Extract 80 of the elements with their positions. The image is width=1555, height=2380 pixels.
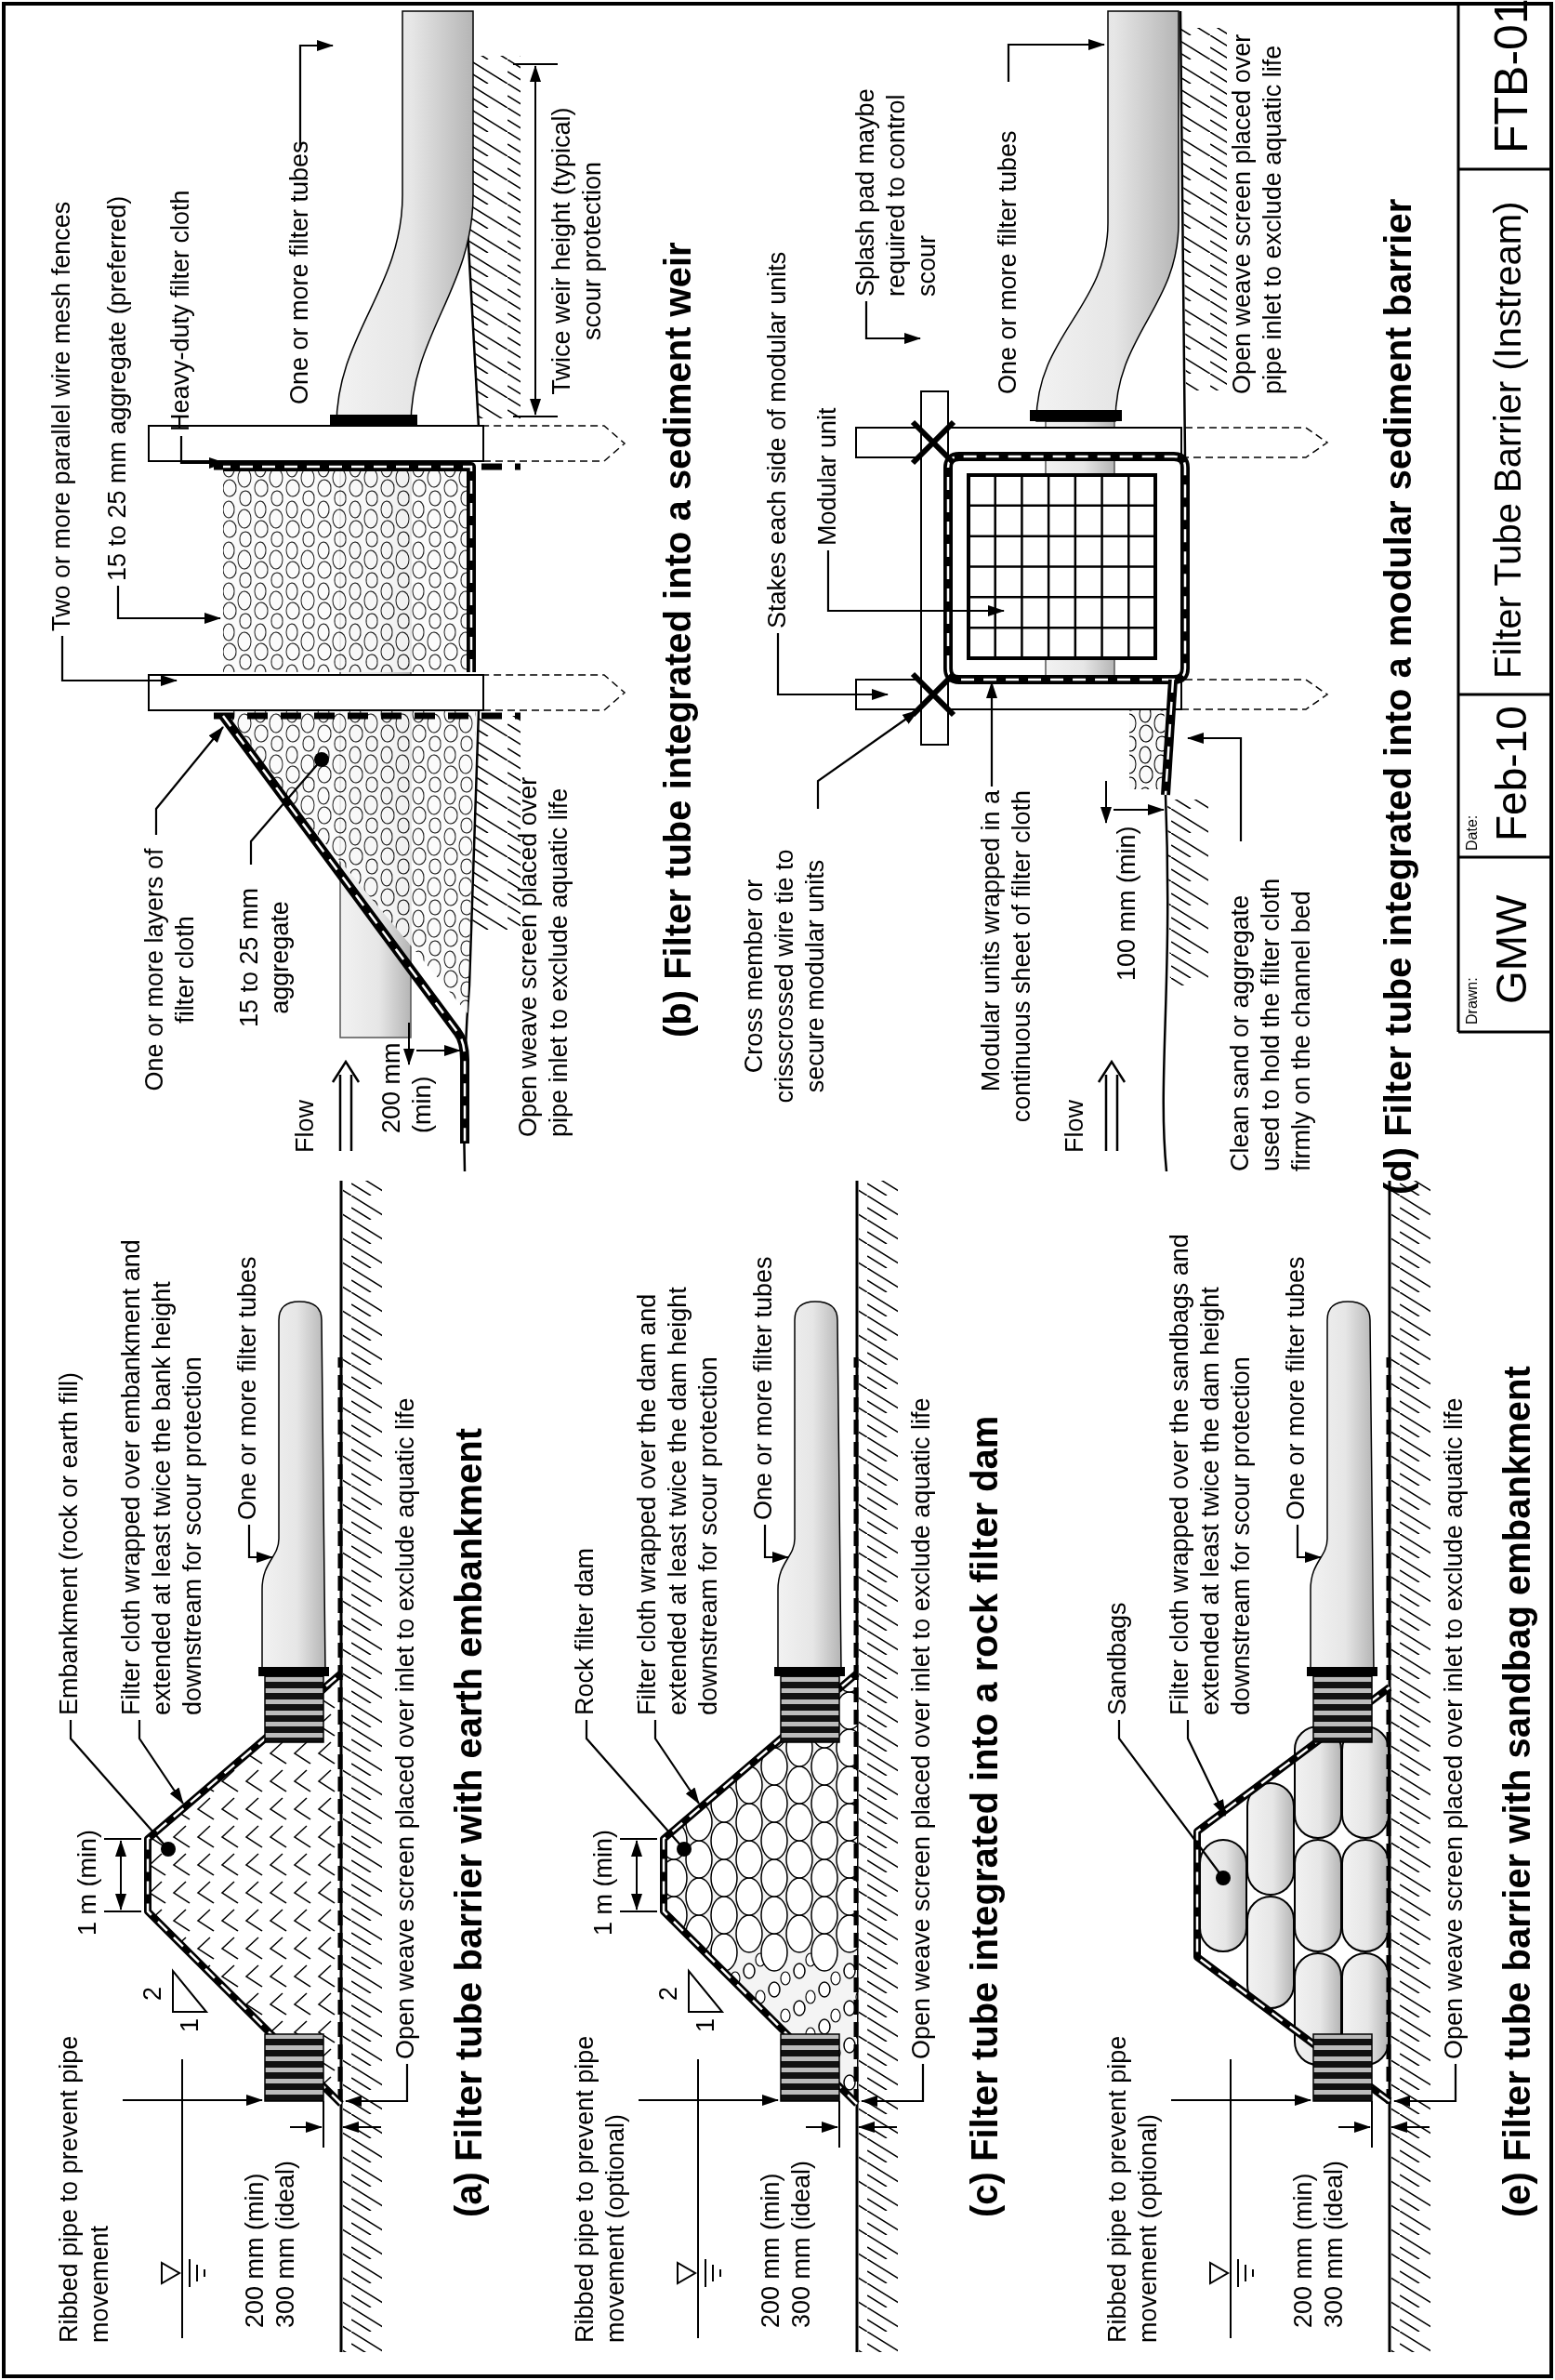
slope-ratio-text: 1 — [691, 2017, 720, 2032]
leader-line — [1007, 39, 1105, 82]
note-text: Twice weir height (typical) scour protection — [547, 106, 607, 397]
callout-text: Ribbed pipe to prevent pipe movement — [54, 2022, 115, 2343]
panel-title: (b) Filter tube integrated into a sediment weir — [656, 242, 699, 1038]
drawing-title: Filter Tube Barrier (Instream) — [1486, 201, 1529, 679]
callout-text: Open weave screen placed over inlet to exclude aquatic life — [390, 1397, 421, 2059]
callout-text: Filter cloth wrapped over the sandbags and extended at least twice the dam height downstream for scour protection — [1165, 1195, 1257, 1715]
flow-label: Flow — [1060, 1100, 1089, 1153]
panel-title: (a) Filter tube barrier with earth embankment — [447, 1427, 490, 2217]
leader-line — [69, 1720, 176, 1857]
leader-line — [864, 301, 921, 344]
callout-text: Ribbed pipe to prevent pipe movement (optional) — [570, 2022, 631, 2343]
callout-text: Filter cloth wrapped over the dam and extended at least twice the dam height downstream for scour protection — [632, 1195, 724, 1715]
flow-label: Flow — [290, 1100, 320, 1153]
dimension-text: 1 m (min) — [588, 1830, 618, 1936]
callout-text: One or more filter tubes — [232, 1256, 263, 1520]
leader-line — [345, 2064, 409, 2107]
callout-text: Open weave screen placed over inlet to exclude aquatic life — [1439, 1397, 1469, 2059]
slope-ratio-text: 2 — [653, 1986, 683, 2001]
leader-line — [1117, 1720, 1231, 1885]
callout-text: Sandbags — [1102, 1602, 1133, 1715]
leader-line — [1186, 1720, 1226, 1817]
callout-text: Open weave screen placed over inlet to exclude aquatic life — [906, 1397, 937, 2059]
field-caption: Drawn: — [1463, 977, 1481, 1025]
callout-text: One or more filter tubes — [1281, 1256, 1311, 1520]
callout-text: One or more filter tubes — [284, 140, 315, 404]
callout-text: Rock filter dam — [570, 1547, 600, 1715]
field-caption: Date: — [1463, 814, 1481, 851]
callout-text: Cross member or crisscrossed wire tie to secure modular units — [739, 809, 831, 1144]
callout-text: Embankment (rock or earth fill) — [54, 1371, 85, 1715]
callout-text: Splash pad maybe required to control scour — [850, 73, 942, 297]
callout-text: Two or more parallel wire mesh fences — [46, 201, 77, 631]
callout-text: Filter cloth wrapped over embankment and extended at least twice the bank height downstream for scour protection — [116, 1195, 208, 1715]
dimension-text: 200 mm (min) 300 mm (ideal) — [240, 2159, 300, 2328]
dimension-text: 200 mm (min) 300 mm (ideal) — [1288, 2159, 1349, 2328]
callout-text: Clean sand or aggregate used to hold the filter cloth firmly on the channel bed — [1225, 846, 1317, 1171]
dimension-text: 200 mm (min) 300 mm (ideal) — [756, 2159, 816, 2328]
callout-text: Ribbed pipe to prevent pipe movement (optional) — [1102, 2022, 1164, 2343]
callout-text: Modular unit — [812, 407, 843, 546]
leader-line — [861, 2064, 925, 2107]
leader-line — [116, 586, 221, 624]
panel-title: (e) Filter tube barrier with sandbag embankment — [1496, 1366, 1538, 2217]
leader-line — [1296, 1525, 1322, 1563]
leader-line — [249, 752, 329, 865]
callout-text: Stakes each side of modular units — [762, 251, 793, 628]
leader-line — [763, 1525, 789, 1563]
leader-line — [639, 2095, 779, 2106]
leader-line — [585, 1720, 692, 1857]
note-text: Open weave screen placed over pipe inlet to exclude aquatic life — [513, 775, 573, 1137]
leader-line — [776, 633, 889, 700]
callout-text: One or more filter tubes — [748, 1256, 779, 1520]
dimension-text: 100 mm (min) — [1112, 826, 1141, 981]
leader-line — [986, 681, 997, 787]
leader-line — [154, 726, 224, 835]
leader-line — [179, 436, 226, 469]
panel-title: (c) Filter tube integrated into a rock filter dam — [963, 1415, 1006, 2217]
callout-text: Modular units wrapped in a continuous sheet of filter cloth — [976, 790, 1037, 1199]
leader-line — [247, 1525, 273, 1563]
leader-line — [138, 1720, 184, 1805]
slope-ratio-text: 1 — [175, 2017, 204, 2032]
callout-text: One or more filter tubes — [993, 130, 1023, 394]
slope-ratio-text: 2 — [138, 1986, 167, 2001]
callout-text: 15 to 25 mm aggregate (preferred) — [102, 195, 133, 581]
drawer-initials: GMW — [1486, 894, 1536, 1004]
callout-text: Heavy-duty filter cloth — [165, 190, 196, 431]
dimension-text: 1 m (min) — [72, 1830, 102, 1936]
dimension-text: 200 mm (min) — [376, 1041, 437, 1133]
leader-line — [1171, 2095, 1311, 2106]
leader-line — [1187, 733, 1243, 841]
drawing-number: FTB-01 — [1484, 0, 1538, 153]
leader-line — [123, 2095, 263, 2106]
date-text: Feb-10 — [1486, 706, 1536, 841]
panel-title: (d) Filter tube integrated into a modular sediment barrier — [1377, 198, 1419, 1195]
leader-line — [826, 550, 1005, 616]
leader-line — [1393, 2064, 1457, 2107]
note-text: Open weave screen placed over pipe inlet to exclude aquatic life — [1227, 33, 1287, 394]
callout-text: One or more layers of filter cloth — [139, 835, 201, 1104]
leader-line — [60, 636, 178, 686]
leader-line — [653, 1720, 700, 1805]
